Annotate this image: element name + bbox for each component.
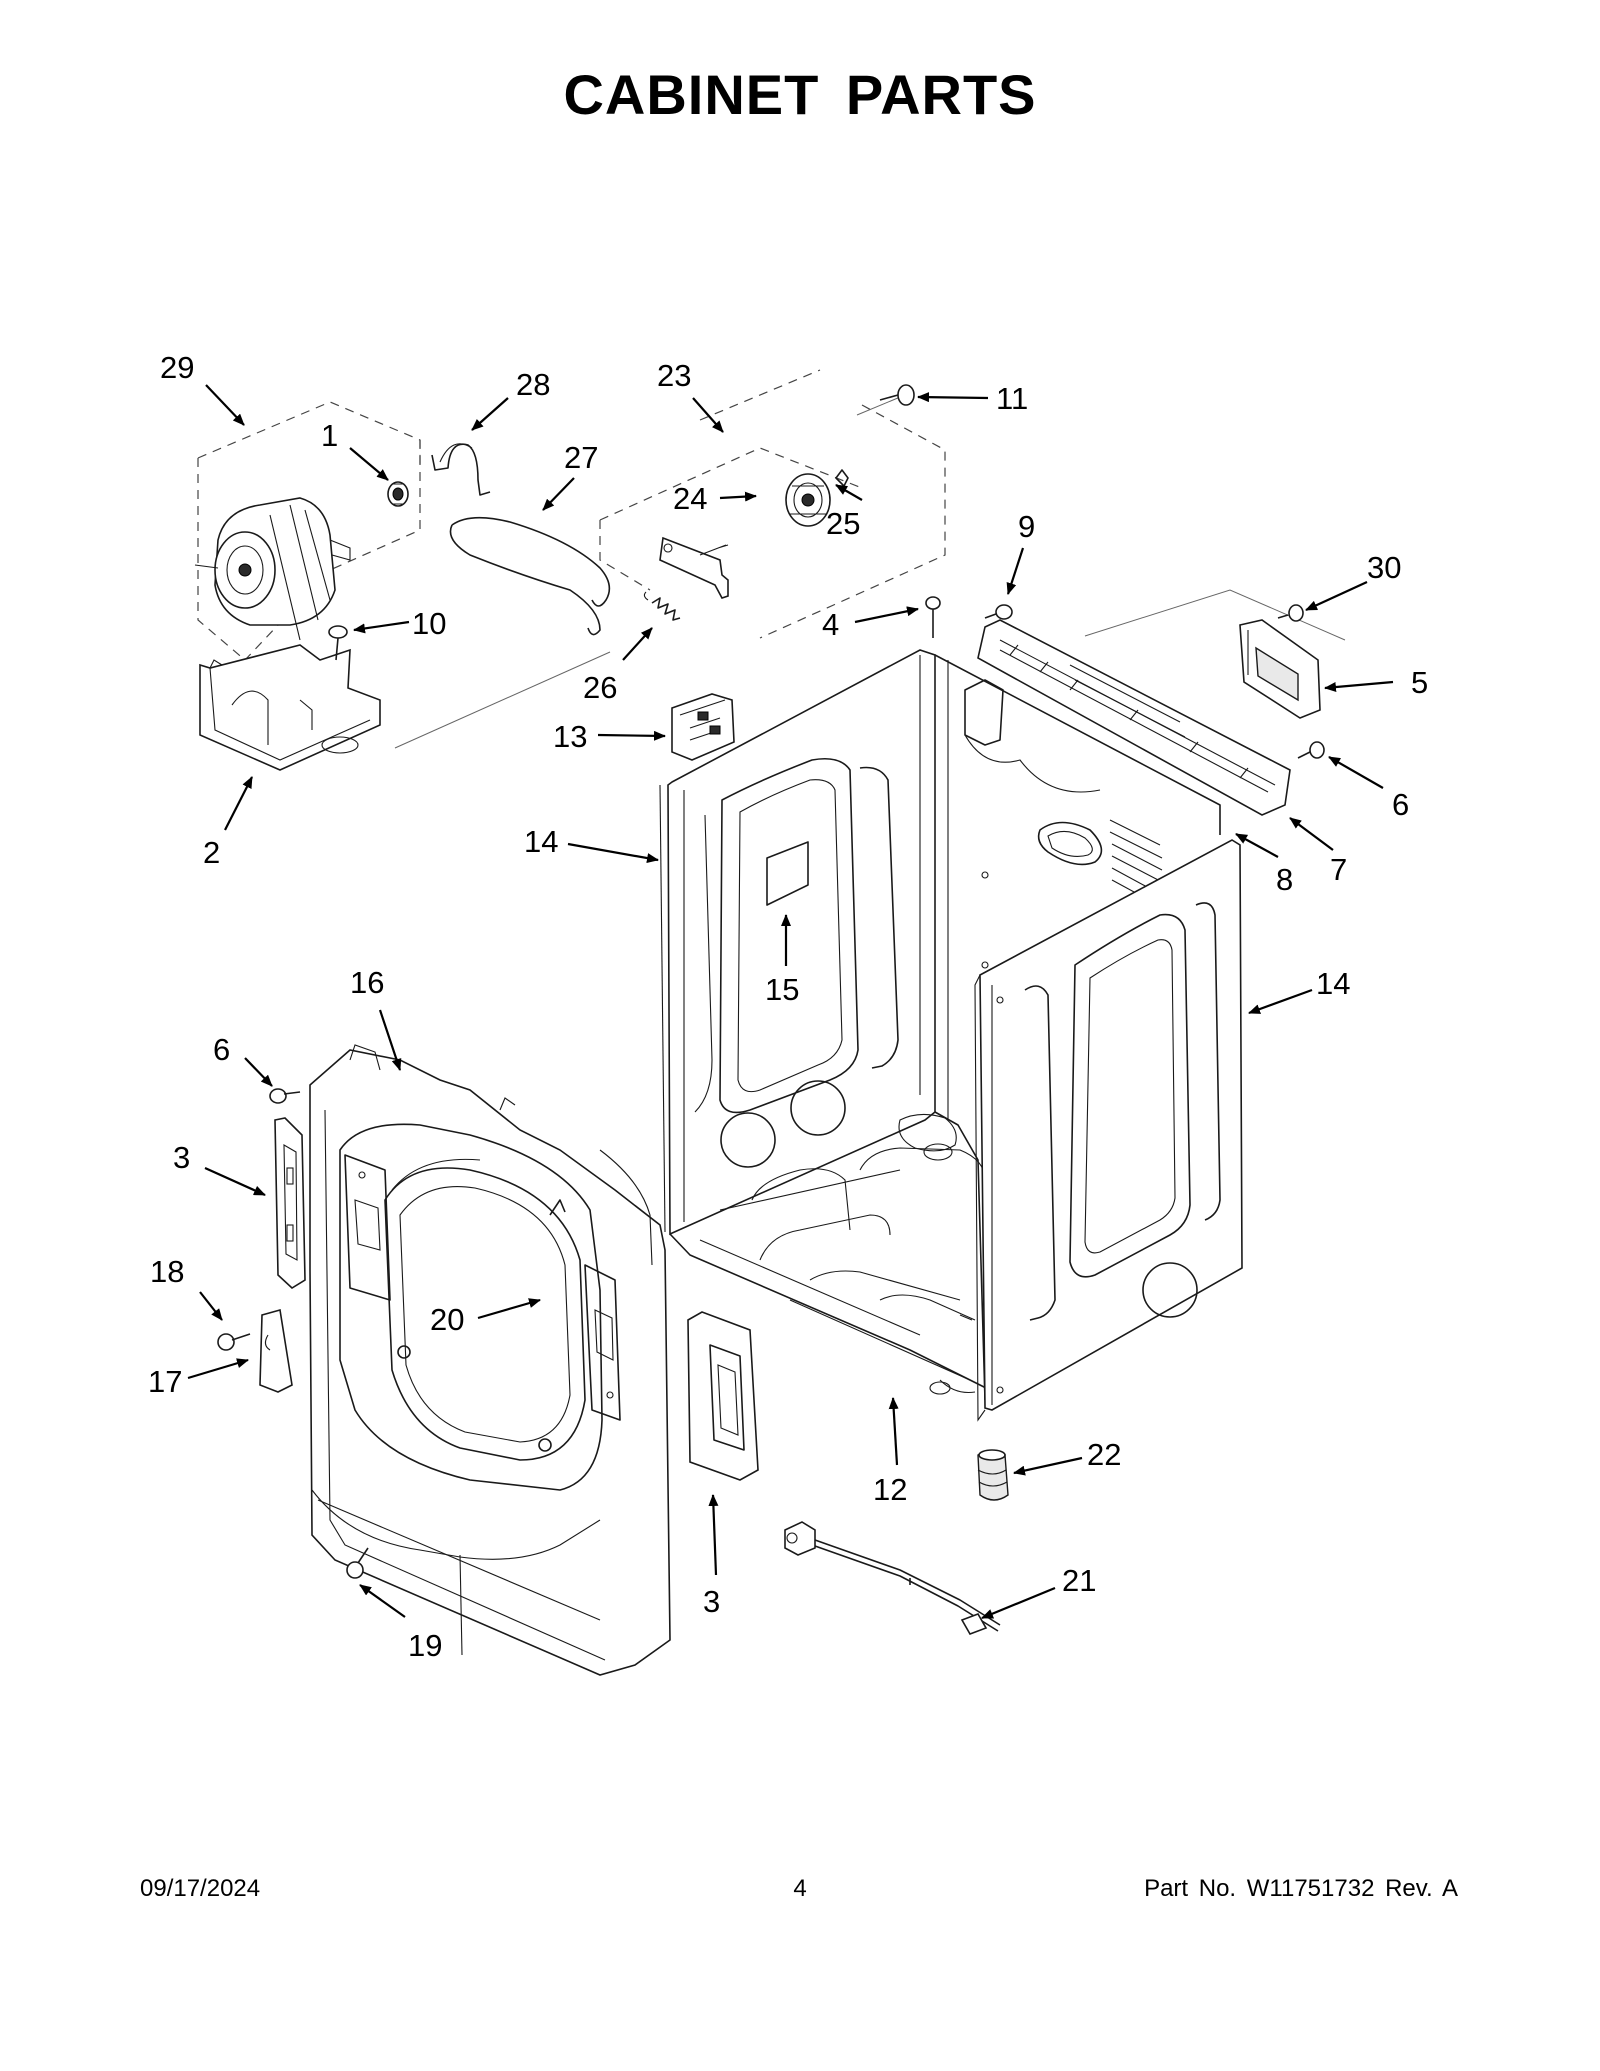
motor-pulley xyxy=(387,481,409,507)
control-housing xyxy=(671,693,735,761)
callout-14-left: 14 xyxy=(524,824,558,859)
callout-25: 25 xyxy=(826,506,860,541)
screw-9 xyxy=(984,604,1013,620)
callout-6-left: 6 xyxy=(213,1032,230,1067)
idler-assembly-outline xyxy=(599,369,946,639)
idler-clip xyxy=(835,469,849,487)
footer-part-number: Part No. W11751732 Rev. A xyxy=(1144,1875,1458,1902)
footer-date: 09/17/2024 xyxy=(140,1875,261,1902)
screw-30 xyxy=(1277,604,1304,622)
top-rear-bracket xyxy=(977,619,1291,816)
callout-1: 1 xyxy=(321,418,338,453)
screw-4 xyxy=(925,596,941,638)
callout-4: 4 xyxy=(822,607,839,642)
motor-clamp xyxy=(431,443,491,496)
screw-18 xyxy=(217,1333,251,1351)
motor-screw xyxy=(328,625,348,661)
callout-22: 22 xyxy=(1087,1437,1121,1472)
callout-30: 30 xyxy=(1367,550,1401,585)
callout-21: 21 xyxy=(1062,1563,1096,1598)
callout-11: 11 xyxy=(996,381,1028,416)
screw-11 xyxy=(879,384,915,406)
callout-14-right: 14 xyxy=(1316,966,1350,1001)
screw-guide-line xyxy=(856,394,906,416)
page-title: CABINET PARTS xyxy=(563,63,1037,126)
idler-bracket xyxy=(659,536,729,599)
callout-19: 19 xyxy=(408,1628,442,1663)
idler-spring xyxy=(643,591,681,621)
callout-3-right: 3 xyxy=(703,1584,720,1619)
front-panel xyxy=(309,1044,671,1676)
door-strike xyxy=(259,1308,293,1393)
drive-belt xyxy=(449,516,611,636)
callout-10: 10 xyxy=(412,606,446,641)
callout-29: 29 xyxy=(160,350,194,385)
screw-6-left xyxy=(269,1088,301,1104)
callout-27: 27 xyxy=(564,440,598,475)
callout-8: 8 xyxy=(1276,862,1293,897)
callout-7: 7 xyxy=(1330,852,1347,887)
callout-12: 12 xyxy=(873,1472,907,1507)
callout-3-left: 3 xyxy=(173,1140,190,1175)
screw-19 xyxy=(346,1547,369,1579)
leveling-foot xyxy=(977,1449,1009,1501)
wire-harness xyxy=(784,1521,1001,1635)
callout-15: 15 xyxy=(765,972,799,1007)
callout-28: 28 xyxy=(516,367,550,402)
idler-pulley xyxy=(785,473,831,527)
leader-arrows xyxy=(187,384,1394,1620)
cabinet xyxy=(659,649,1243,1422)
callout-18: 18 xyxy=(150,1254,184,1289)
callout-labels: 29 28 1 27 23 11 24 25 9 30 10 4 5 26 13… xyxy=(148,350,1428,1663)
door-hinge-right xyxy=(687,1311,759,1481)
callout-26: 26 xyxy=(583,670,617,705)
motor-mount xyxy=(199,644,381,771)
callout-5: 5 xyxy=(1411,665,1428,700)
vent-bracket xyxy=(1239,619,1321,719)
belt-guide-line xyxy=(394,651,611,749)
callout-24: 24 xyxy=(673,481,707,516)
callout-20: 20 xyxy=(430,1302,464,1337)
bracket-guide-line xyxy=(1084,589,1346,641)
callout-23: 23 xyxy=(657,358,691,393)
callout-2: 2 xyxy=(203,835,220,870)
callout-17: 17 xyxy=(148,1364,182,1399)
screw-6-right xyxy=(1297,741,1325,759)
callout-9: 9 xyxy=(1018,509,1035,544)
drive-motor xyxy=(194,497,351,641)
door-hinge-left xyxy=(274,1117,306,1290)
callout-16: 16 xyxy=(350,965,384,1000)
callout-13: 13 xyxy=(553,719,587,754)
footer-page-number: 4 xyxy=(793,1875,807,1902)
callout-6-right: 6 xyxy=(1392,787,1409,822)
